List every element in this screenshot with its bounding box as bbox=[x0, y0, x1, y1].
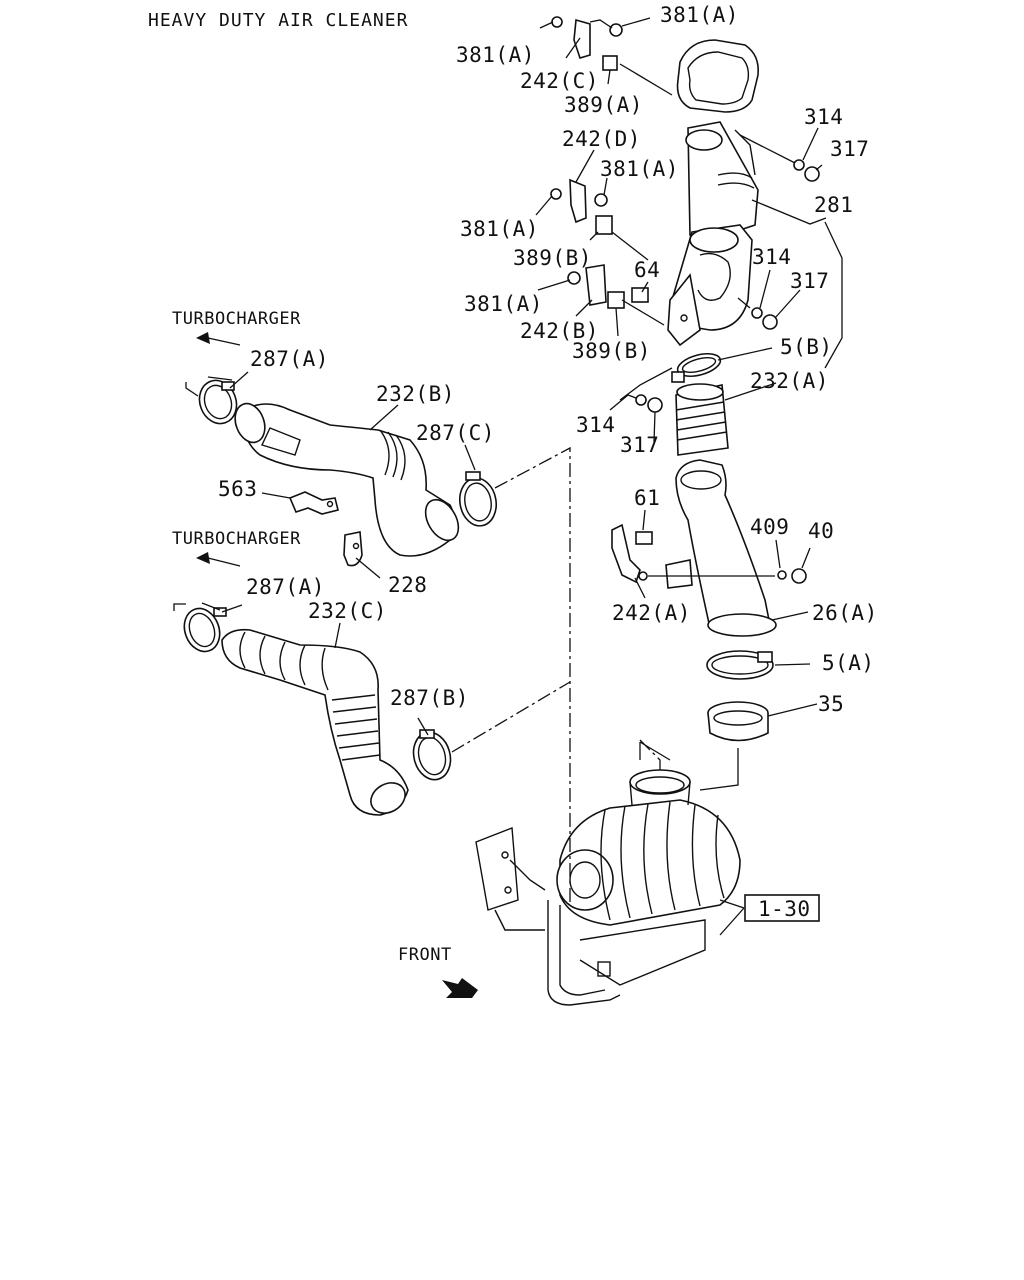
nut-381a bbox=[551, 16, 563, 28]
hose-232b bbox=[234, 402, 460, 557]
nut-381a bbox=[609, 23, 623, 37]
bracket-mount bbox=[665, 559, 693, 589]
ring-35 bbox=[707, 701, 769, 742]
callout-381a[interactable]: 381(A) bbox=[456, 43, 535, 67]
clamp-5a bbox=[706, 650, 774, 680]
clamp-287b bbox=[412, 729, 452, 781]
bracket-242c bbox=[573, 18, 591, 59]
bracket-242a bbox=[611, 523, 807, 584]
nut-40 bbox=[791, 568, 807, 584]
callout-26a[interactable]: 26(A) bbox=[812, 601, 878, 625]
callout-242c[interactable]: 242(C) bbox=[520, 69, 599, 93]
callout-232b[interactable]: 232(B) bbox=[376, 382, 455, 406]
arrow-left-icon bbox=[196, 332, 210, 344]
callout-242b[interactable]: 242(B) bbox=[520, 319, 599, 343]
clamp-287c bbox=[458, 471, 498, 527]
callout-281[interactable]: 281 bbox=[814, 193, 853, 217]
callout-287a[interactable]: 287(A) bbox=[246, 575, 325, 599]
callout-1-30[interactable]: 1-30 bbox=[758, 897, 811, 921]
bolt-64 bbox=[631, 287, 649, 303]
bracket-563 bbox=[288, 491, 339, 515]
callout-61[interactable]: 61 bbox=[634, 486, 660, 510]
callout-35[interactable]: 35 bbox=[818, 692, 844, 716]
callout-389b[interactable]: 389(B) bbox=[513, 246, 592, 270]
label-front: FRONT bbox=[398, 945, 452, 965]
elbow-26a bbox=[665, 459, 777, 637]
ref-box-1-30[interactable] bbox=[744, 894, 820, 922]
callout-381a[interactable]: 381(A) bbox=[460, 217, 539, 241]
callout-287c[interactable]: 287(C) bbox=[416, 421, 495, 445]
turbocharger-arrow-upper bbox=[196, 332, 241, 346]
callout-242d[interactable]: 242(D) bbox=[562, 127, 641, 151]
arrow-front-icon bbox=[442, 978, 478, 998]
callout-40[interactable]: 40 bbox=[808, 519, 834, 543]
connection-lines bbox=[451, 446, 661, 905]
callout-314[interactable]: 314 bbox=[752, 245, 791, 269]
clip-228 bbox=[343, 531, 363, 567]
nut-317 bbox=[804, 166, 820, 182]
callout-563[interactable]: 563 bbox=[218, 477, 257, 501]
mount-389a bbox=[602, 55, 618, 71]
arrow-left-icon bbox=[196, 552, 210, 564]
callout-232c[interactable]: 232(C) bbox=[308, 599, 387, 623]
clamp-5b bbox=[671, 352, 722, 383]
upper-hardware bbox=[550, 16, 820, 413]
nut-381a bbox=[550, 188, 562, 200]
callout-317[interactable]: 317 bbox=[830, 137, 869, 161]
air-cleaner-assembly bbox=[475, 769, 741, 1006]
clamp-287a-lower bbox=[183, 607, 227, 653]
nut-381a bbox=[594, 193, 608, 207]
mount-389b bbox=[595, 215, 613, 235]
hose-232c bbox=[221, 628, 409, 816]
washer-314 bbox=[751, 307, 763, 319]
washer-409 bbox=[777, 570, 787, 580]
nut-317 bbox=[762, 314, 778, 330]
callout-381a[interactable]: 381(A) bbox=[600, 157, 679, 181]
callout-5b[interactable]: 5(B) bbox=[780, 335, 833, 359]
callout-317[interactable]: 317 bbox=[790, 269, 829, 293]
callout-228[interactable]: 228 bbox=[388, 573, 427, 597]
callout-409[interactable]: 409 bbox=[750, 515, 789, 539]
intake-duct-281 bbox=[667, 39, 760, 347]
text-labels: TURBOCHARGER TURBOCHARGER FRONT bbox=[172, 309, 452, 965]
front-arrow bbox=[442, 978, 478, 998]
washer-314 bbox=[793, 159, 805, 171]
bracket-242d bbox=[569, 178, 587, 224]
callout-381a[interactable]: 381(A) bbox=[660, 3, 739, 27]
callout-287b[interactable]: 287(B) bbox=[390, 686, 469, 710]
label-turbocharger: TURBOCHARGER bbox=[172, 309, 301, 329]
callout-labels: 381(A) 381(A) 242(C) 389(A) 242(D) 381(A… bbox=[218, 3, 878, 921]
washer-314 bbox=[635, 394, 647, 406]
nut-317 bbox=[647, 397, 663, 413]
clamp-287a-upper bbox=[198, 379, 238, 425]
callout-381a[interactable]: 381(A) bbox=[464, 292, 543, 316]
mount-389b bbox=[607, 291, 625, 309]
callout-64[interactable]: 64 bbox=[634, 258, 660, 282]
callout-314[interactable]: 314 bbox=[576, 413, 615, 437]
leader-lines bbox=[173, 17, 843, 936]
turbocharger-arrow-lower bbox=[196, 552, 241, 567]
nut-381a bbox=[567, 271, 581, 285]
label-turbocharger: TURBOCHARGER bbox=[172, 529, 301, 549]
diagram-title: HEAVY DUTY AIR CLEANER bbox=[148, 10, 408, 31]
callout-389a[interactable]: 389(A) bbox=[564, 93, 643, 117]
hose-232a bbox=[675, 383, 729, 456]
callout-389b[interactable]: 389(B) bbox=[572, 339, 651, 363]
callout-287a[interactable]: 287(A) bbox=[250, 347, 329, 371]
callout-232a[interactable]: 232(A) bbox=[750, 369, 829, 393]
bracket-242b bbox=[585, 264, 607, 306]
callout-5a[interactable]: 5(A) bbox=[822, 651, 875, 675]
callout-317[interactable]: 317 bbox=[620, 433, 659, 457]
callout-242a[interactable]: 242(A) bbox=[612, 601, 691, 625]
callout-314[interactable]: 314 bbox=[804, 105, 843, 129]
